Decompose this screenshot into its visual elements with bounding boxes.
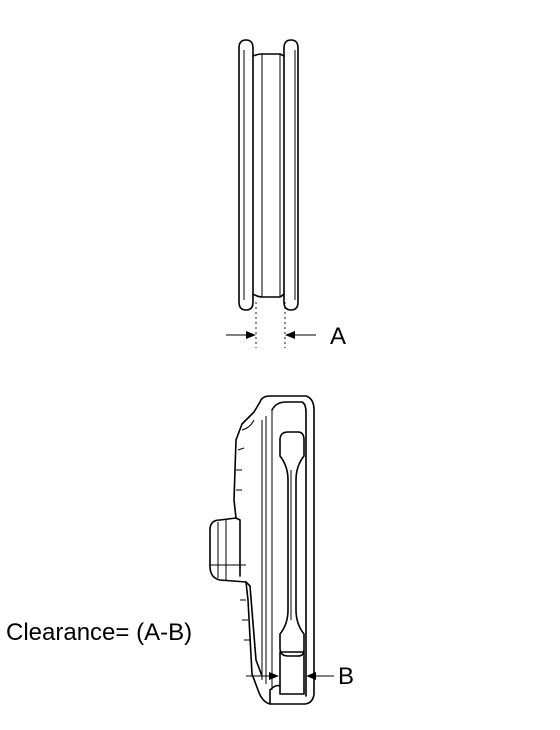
arrow-b-right xyxy=(306,672,316,680)
label-a: A xyxy=(330,323,346,350)
piston-detail-lines xyxy=(210,416,267,684)
piston-bottom-notch xyxy=(269,684,281,705)
ring-profile xyxy=(238,39,299,348)
piston-left-flange xyxy=(235,517,263,677)
piston-section xyxy=(209,395,315,705)
arrow-a-right xyxy=(285,331,295,339)
dimension-b xyxy=(246,672,334,680)
piston-inner-wall xyxy=(271,401,307,697)
clearance-formula: Clearance= (A-B) xyxy=(6,619,192,646)
ring-groove xyxy=(252,53,285,298)
ring-right-flange xyxy=(283,39,299,311)
piston-ring-groove xyxy=(279,431,305,657)
arrow-b-left xyxy=(269,672,279,680)
piston-ring-lower xyxy=(279,651,305,695)
ring-left-flange xyxy=(238,39,254,311)
arrow-a-left xyxy=(246,331,256,339)
piston-shading xyxy=(236,419,255,641)
piston-body-outline xyxy=(209,395,315,705)
label-b: B xyxy=(338,663,354,690)
dimension-a xyxy=(226,331,316,339)
